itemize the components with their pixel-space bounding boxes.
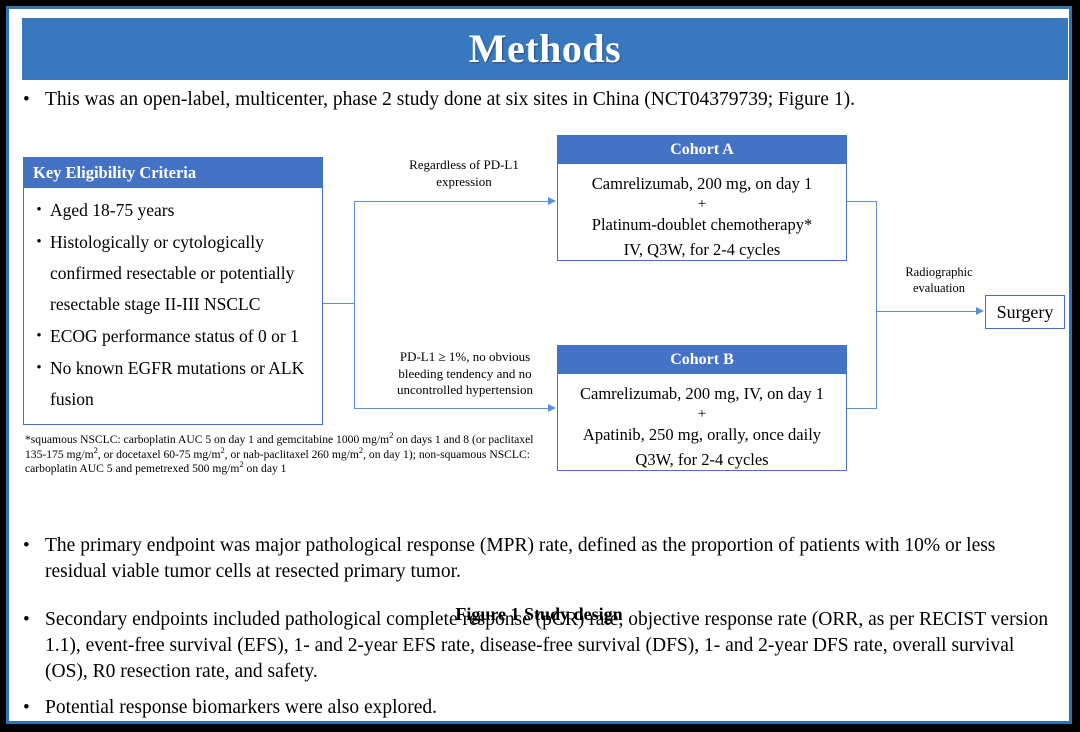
- bullet-marker: •: [36, 360, 42, 376]
- cohort-a-box: Cohort A Camrelizumab, 200 mg, on day 1 …: [557, 135, 847, 261]
- cohort-b-box: Cohort B Camrelizumab, 200 mg, IV, on da…: [557, 345, 847, 471]
- label-regardless-pdl1: Regardless of PD-L1 expression: [377, 157, 551, 190]
- footnote-superscript: 2: [239, 460, 244, 470]
- bullet-secondary-endpoints-text: Secondary endpoints included pathologica…: [45, 609, 1049, 682]
- connector-to-cohort-a: [354, 201, 548, 203]
- connector-to-cohort-b: [354, 408, 548, 410]
- connector-merge-vertical: [876, 201, 878, 409]
- bullet-marker: •: [23, 89, 30, 110]
- connector-cohort-a-out: [847, 201, 877, 203]
- label-radiographic-evaluation: Radiographic evaluation: [887, 265, 991, 296]
- footnote-part: *squamous NSCLC: carboplatin AUC 5 on da…: [25, 433, 390, 446]
- bullet-biomarkers: • Potential response biomarkers were als…: [23, 695, 1057, 721]
- label-line: uncontrolled hypertension: [396, 382, 534, 397]
- chemotherapy-footnote: *squamous NSCLC: carboplatin AUC 5 on da…: [25, 431, 555, 477]
- bullet-biomarkers-text: Potential response biomarkers were also …: [45, 697, 438, 718]
- cohort-a-line-1: Camrelizumab, 200 mg, on day 1: [591, 174, 813, 193]
- footnote-superscript: 2: [93, 445, 98, 455]
- footnote-part: , or docetaxel 60-75 mg/m: [97, 447, 221, 461]
- footnote-part: , or nab-paclitaxel 260 mg/m: [224, 447, 359, 461]
- cohort-a-plus: +: [697, 196, 707, 212]
- footnote-superscript: 2: [358, 445, 364, 455]
- connector-cohort-b-out: [847, 408, 877, 410]
- eligibility-item-text: ECOG performance status of 0 or 1: [50, 326, 299, 346]
- page-title: Methods: [468, 26, 622, 71]
- cohort-a-line-2: Platinum-doublet chemotherapy*: [591, 215, 813, 234]
- figure-caption: Figure 1 Study design: [455, 604, 623, 624]
- slide-title-banner: Methods: [22, 18, 1068, 80]
- cohort-b-line-3: Q3W, for 2-4 cycles: [635, 450, 769, 469]
- eligibility-item-text: Aged 18-75 years: [50, 200, 175, 220]
- cohort-b-line-2: Apatinib, 250 mg, orally, once daily: [582, 425, 822, 444]
- cohort-b-line-1: Camrelizumab, 200 mg, IV, on day 1: [580, 384, 824, 403]
- footnote-superscript: 2: [389, 431, 394, 441]
- cohort-a-body: Camrelizumab, 200 mg, on day 1 + Platinu…: [558, 164, 846, 262]
- cohort-b-plus: +: [697, 406, 707, 422]
- eligibility-header: Key Eligibility Criteria: [24, 158, 322, 188]
- label-line: evaluation: [912, 280, 966, 295]
- bullet-marker: •: [36, 328, 42, 344]
- label-line: Regardless of PD-L1: [409, 157, 519, 172]
- eligibility-criteria-box: Key Eligibility Criteria • Aged 18-75 ye…: [23, 157, 323, 425]
- label-line: expression: [436, 173, 492, 189]
- footnote-part: on day 1: [243, 462, 287, 476]
- bullet-marker: •: [36, 202, 42, 218]
- bullet-marker: •: [23, 609, 30, 630]
- study-design-figure: Key Eligibility Criteria • Aged 18-75 ye…: [9, 117, 1069, 624]
- bullet-lead: • This was an open-label, multicenter, p…: [23, 87, 1059, 113]
- cohort-b-body: Camrelizumab, 200 mg, IV, on day 1 + Apa…: [558, 374, 846, 472]
- list-item: • Histologically or cytologically confir…: [28, 227, 316, 320]
- label-line: bleeding tendency and no: [398, 365, 532, 381]
- cohort-a-line-3: IV, Q3W, for 2-4 cycles: [623, 240, 781, 259]
- list-item: • No known EGFR mutations or ALK fusion: [28, 353, 316, 415]
- bullet-secondary-endpoints: • Secondary endpoints included pathologi…: [23, 607, 1057, 685]
- connector-eligibility-stem: [323, 303, 355, 305]
- arrowhead-cohort-a-icon: [548, 197, 556, 205]
- eligibility-list: • Aged 18-75 years • Histologically or c…: [24, 188, 322, 415]
- list-item: • ECOG performance status of 0 or 1: [28, 321, 316, 352]
- arrowhead-cohort-b-icon: [548, 404, 556, 412]
- bullet-lead-text: This was an open-label, multicenter, pha…: [45, 89, 855, 110]
- slide-frame: Methods • This was an open-label, multic…: [6, 6, 1072, 724]
- label-pdl1-threshold: PD-L1 ≥ 1%, no obvious bleeding tendency…: [367, 349, 563, 399]
- bullet-marker: •: [23, 697, 30, 718]
- connector-split-upper: [354, 201, 356, 304]
- cohort-a-header: Cohort A: [558, 136, 846, 164]
- bullet-marker: •: [36, 234, 42, 250]
- list-item: • Aged 18-75 years: [28, 195, 316, 226]
- connector-to-surgery: [876, 311, 977, 313]
- eligibility-item-text: Histologically or cytologically confirme…: [50, 232, 295, 314]
- label-line: Radiographic: [905, 265, 973, 279]
- footnote-part: , on day 1); non-squamous NSCLC: carbopl…: [25, 447, 530, 476]
- connector-split-lower: [354, 303, 356, 409]
- footnote-superscript: 2: [220, 445, 225, 455]
- footnote-part: on days 1 and 8 (or paclitaxel 135-175 m…: [25, 433, 534, 461]
- cohort-b-header: Cohort B: [558, 346, 846, 374]
- bullet-marker: •: [23, 535, 30, 556]
- bullet-primary-endpoint: • The primary endpoint was major patholo…: [23, 533, 1057, 585]
- label-line: PD-L1 ≥ 1%, no obvious: [399, 349, 531, 364]
- surgery-box: Surgery: [985, 295, 1065, 329]
- bullet-primary-endpoint-text: The primary endpoint was major pathologi…: [45, 535, 996, 582]
- arrowhead-surgery-icon: [976, 307, 984, 315]
- eligibility-item-text: No known EGFR mutations or ALK fusion: [50, 358, 305, 409]
